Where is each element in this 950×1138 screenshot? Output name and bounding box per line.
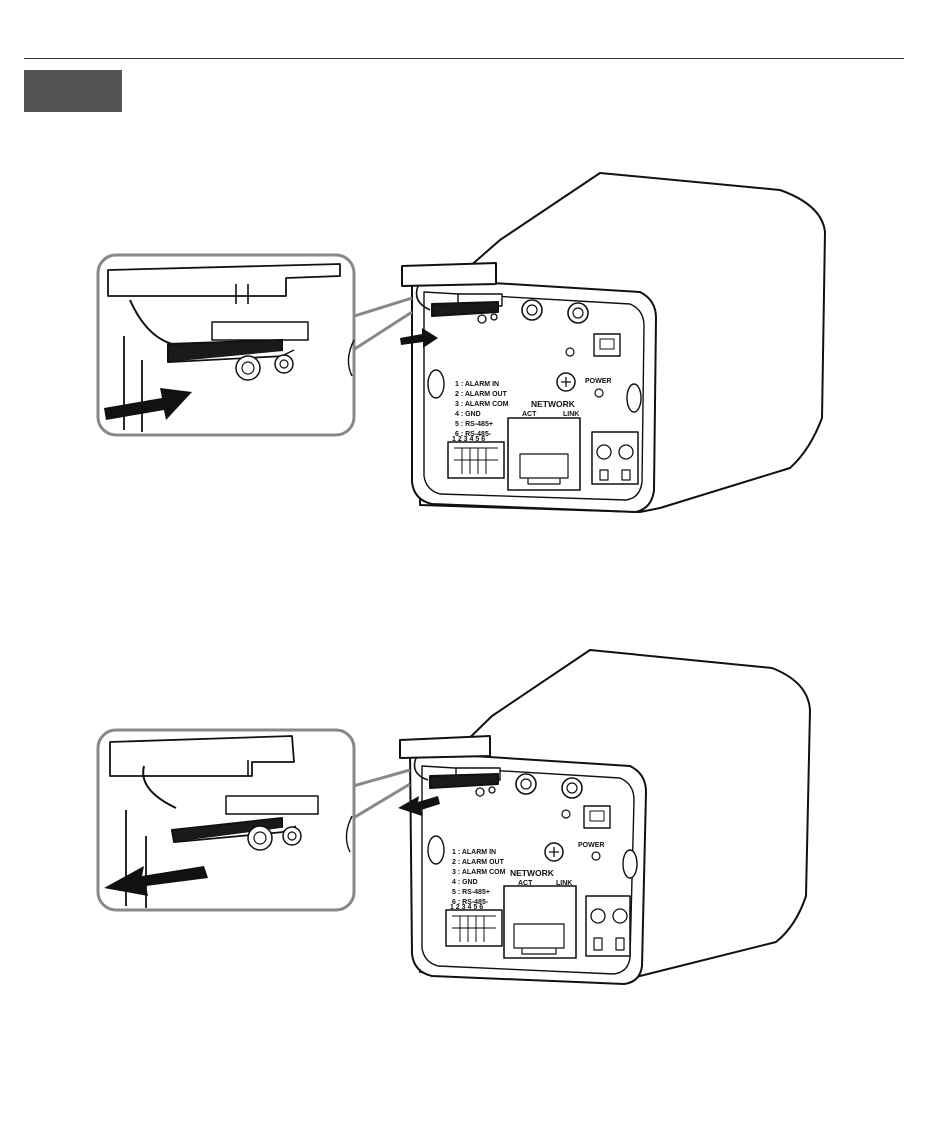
figure-remove-card: 1 : ALARM IN 2 : ALARM OUT 3 : ALARM COM… — [0, 540, 950, 1080]
terminal-numbers: 1 2 3 4 5 6 — [452, 436, 485, 443]
terminal-label-2: 2 : ALARM OUT — [455, 391, 508, 398]
terminal-label-4: 4 : GND — [455, 411, 481, 418]
hinge — [402, 263, 496, 286]
network-label: NETWORK — [510, 868, 555, 878]
terminal-label-3: 3 : ALARM COM — [452, 869, 506, 876]
network-label: NETWORK — [531, 399, 576, 409]
network-port — [504, 886, 576, 958]
power-label: POWER — [578, 842, 604, 849]
terminal-label-1: 1 : ALARM IN — [452, 849, 496, 856]
power-connector — [592, 432, 638, 484]
link-label: LINK — [556, 880, 572, 887]
hinge — [400, 736, 490, 758]
link-label: LINK — [563, 411, 579, 418]
terminal-numbers: 1 2 3 4 5 6 — [450, 904, 483, 911]
terminal-label-4: 4 : GND — [452, 879, 478, 886]
terminal-label-5: 5 : RS-485+ — [455, 421, 493, 428]
act-label: ACT — [518, 880, 533, 887]
act-label: ACT — [522, 411, 537, 418]
terminal-label-1: 1 : ALARM IN — [455, 381, 499, 388]
terminal-label-2: 2 : ALARM OUT — [452, 859, 505, 866]
power-label: POWER — [585, 378, 611, 385]
figure-insert-card: 1 : ALARM IN 2 : ALARM OUT 3 : ALARM COM… — [0, 0, 950, 540]
terminal-label-3: 3 : ALARM COM — [455, 401, 509, 408]
terminal-label-5: 5 : RS-485+ — [452, 889, 490, 896]
